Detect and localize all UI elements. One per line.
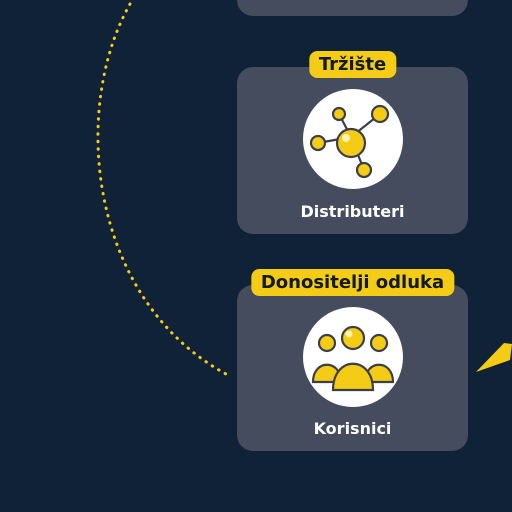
card-badge: Tržište: [308, 51, 397, 78]
card-label: Korisnici: [313, 419, 392, 438]
card-label: Distributeri: [300, 202, 405, 221]
card-badge: Donositelji odluka: [250, 269, 455, 296]
icon-circle: [302, 307, 403, 407]
card-distributeri: Tržište Distributeri: [237, 51, 468, 234]
card-korisnici: Donositelji odluka Korisnici: [237, 269, 468, 451]
dotted-connector-arc: [96, 2, 228, 376]
card-previous: [237, 0, 468, 16]
users-group-icon: [311, 325, 394, 392]
molecule-network-icon: [309, 104, 389, 179]
arrowhead-icon: [476, 343, 512, 372]
icon-circle: [302, 89, 403, 189]
